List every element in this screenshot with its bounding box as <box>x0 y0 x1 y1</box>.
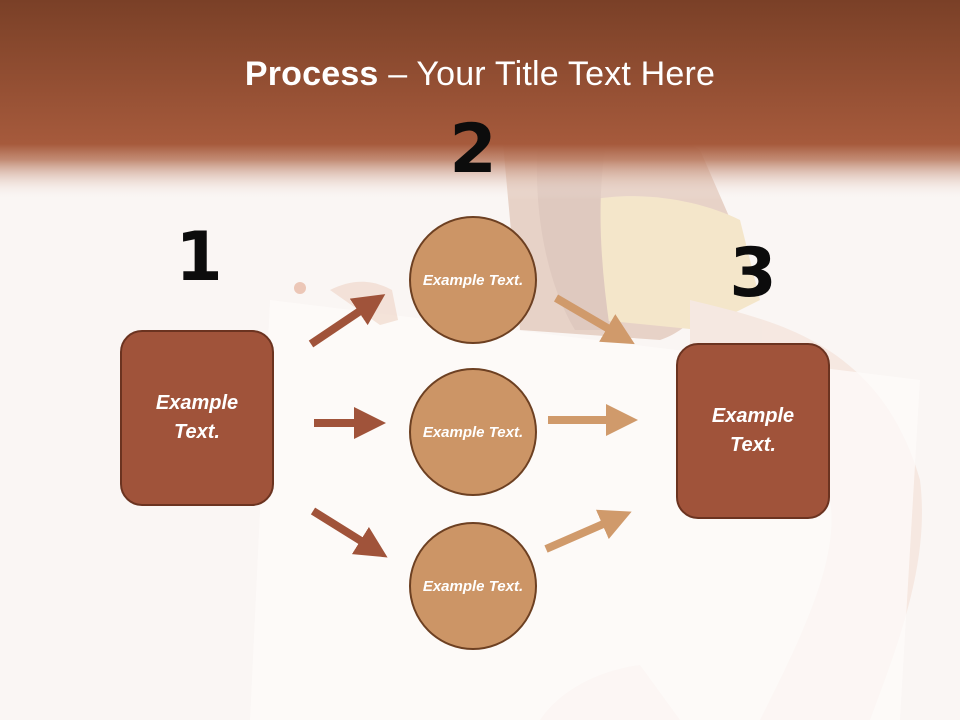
slide-title: Process – Your Title Text Here <box>0 52 960 96</box>
circle-bottom-text: Example Text. <box>422 577 524 595</box>
step-box-3-text: Example Text. <box>711 405 795 456</box>
circle-middle: Example Text. <box>409 368 537 496</box>
arrow-top-to-3 <box>553 294 635 345</box>
header-band <box>0 0 960 200</box>
step-number-1: 1 <box>175 218 223 297</box>
circle-top: Example Text. <box>409 216 537 344</box>
arrow-1-to-top <box>308 294 386 348</box>
arrow-bottom-to-3 <box>544 509 632 553</box>
step-number-3: 3 <box>729 234 777 313</box>
step-number-2: 2 <box>449 110 497 189</box>
step-box-3: Example Text. <box>676 343 830 519</box>
step-box-1: Example Text. <box>120 330 274 506</box>
circle-bottom: Example Text. <box>409 522 537 650</box>
step-box-1-text: Example Text. <box>155 392 239 443</box>
title-rest: – Your Title Text Here <box>378 55 716 93</box>
title-bold: Process <box>244 55 379 93</box>
circle-middle-text: Example Text. <box>422 423 524 441</box>
circle-top-text: Example Text. <box>422 271 524 289</box>
arrow-1-to-bottom <box>310 507 388 558</box>
